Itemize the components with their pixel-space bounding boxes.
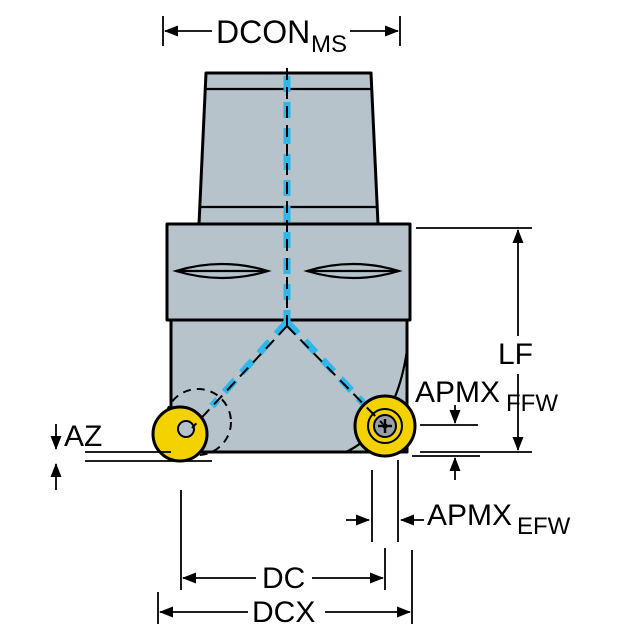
dcx-label: DCX xyxy=(252,596,315,629)
right-insert-inner-ring xyxy=(367,408,403,444)
apmx-efw-label: APMX xyxy=(427,499,512,532)
centerlines-black xyxy=(191,68,384,429)
centerline-right-diagonal-cyan xyxy=(284,319,369,409)
centerline-left-diagonal-black xyxy=(191,325,288,429)
lf-label: LF xyxy=(498,338,533,371)
dimension-dc: DC xyxy=(180,490,386,595)
apmx-efw-sub-label: EFW xyxy=(517,513,571,540)
apmx-ffw-sub-label: FFW xyxy=(506,390,558,417)
dimension-apmx-ffw: APMX FFW xyxy=(415,376,558,426)
dimension-dcx: DCX xyxy=(157,550,413,629)
dimension-lf: LF xyxy=(416,227,533,453)
apmx-ffw-label: APMX xyxy=(415,376,500,409)
tool-body xyxy=(165,71,412,454)
right-round-insert xyxy=(353,394,417,458)
shank-outline xyxy=(197,71,380,226)
centerline-left-diagonal-cyan xyxy=(209,319,290,409)
dcon-sub-label: MS xyxy=(311,31,347,58)
centerline-right-diagonal-black xyxy=(286,325,384,425)
dimension-dcon: DCON MS xyxy=(162,14,401,58)
left-insert-hole xyxy=(177,420,195,438)
dc-label: DC xyxy=(262,562,305,595)
dimension-az: AZ xyxy=(50,420,212,490)
screw-center-dot xyxy=(382,423,388,429)
az-label: AZ xyxy=(64,420,102,453)
dimension-apmx-efw: APMX EFW xyxy=(346,455,571,542)
left-round-insert xyxy=(151,405,209,463)
dcon-label: DCON xyxy=(216,14,310,50)
